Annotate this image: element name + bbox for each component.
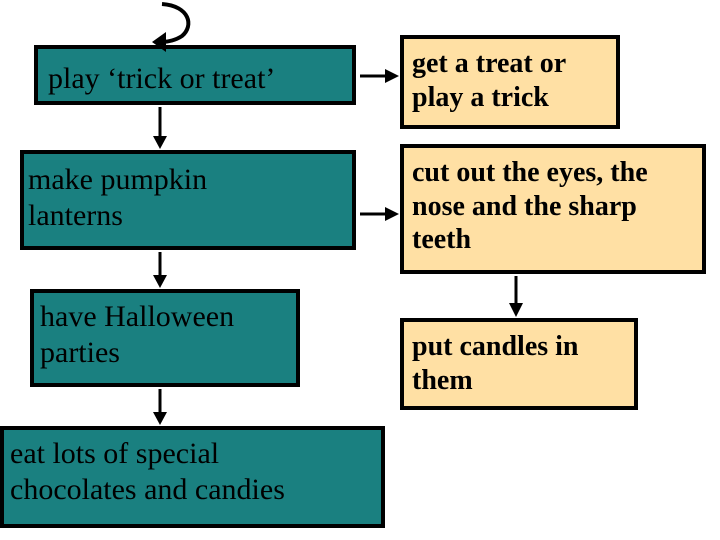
arrow-down-1-head: [153, 136, 167, 149]
node-pumpkin-lanterns: make pumpkin lanterns: [20, 150, 356, 250]
arrow-down-right-head: [509, 303, 523, 317]
arrow-down-3-head: [153, 412, 167, 425]
arrow-right-1-head: [385, 69, 399, 83]
node-label: make pumpkin lanterns: [28, 163, 208, 232]
node-put-candles: put candles in them: [400, 318, 638, 410]
node-halloween-parties: have Halloween parties: [30, 289, 300, 387]
node-label: cut out the eyes, the nose and the sharp…: [412, 157, 648, 256]
node-label: put candles in them: [412, 331, 579, 396]
arrow-down-2-head: [153, 275, 167, 288]
node-treat-or-trick: get a treat or play a trick: [400, 35, 620, 129]
loop-arrow: [161, 2, 191, 44]
node-label: have Halloween parties: [40, 300, 235, 369]
node-trick-or-treat: play ‘trick or treat’: [34, 45, 356, 105]
node-label: play ‘trick or treat’: [48, 62, 276, 95]
arrow-right-2-head: [385, 207, 399, 221]
node-label: get a treat or play a trick: [412, 48, 567, 113]
loop-arrow-head: [152, 32, 166, 52]
node-cut-out-face: cut out the eyes, the nose and the sharp…: [400, 144, 706, 274]
node-label: eat lots of special chocolates and candi…: [10, 437, 285, 506]
node-special-chocolates: eat lots of special chocolates and candi…: [0, 426, 385, 528]
